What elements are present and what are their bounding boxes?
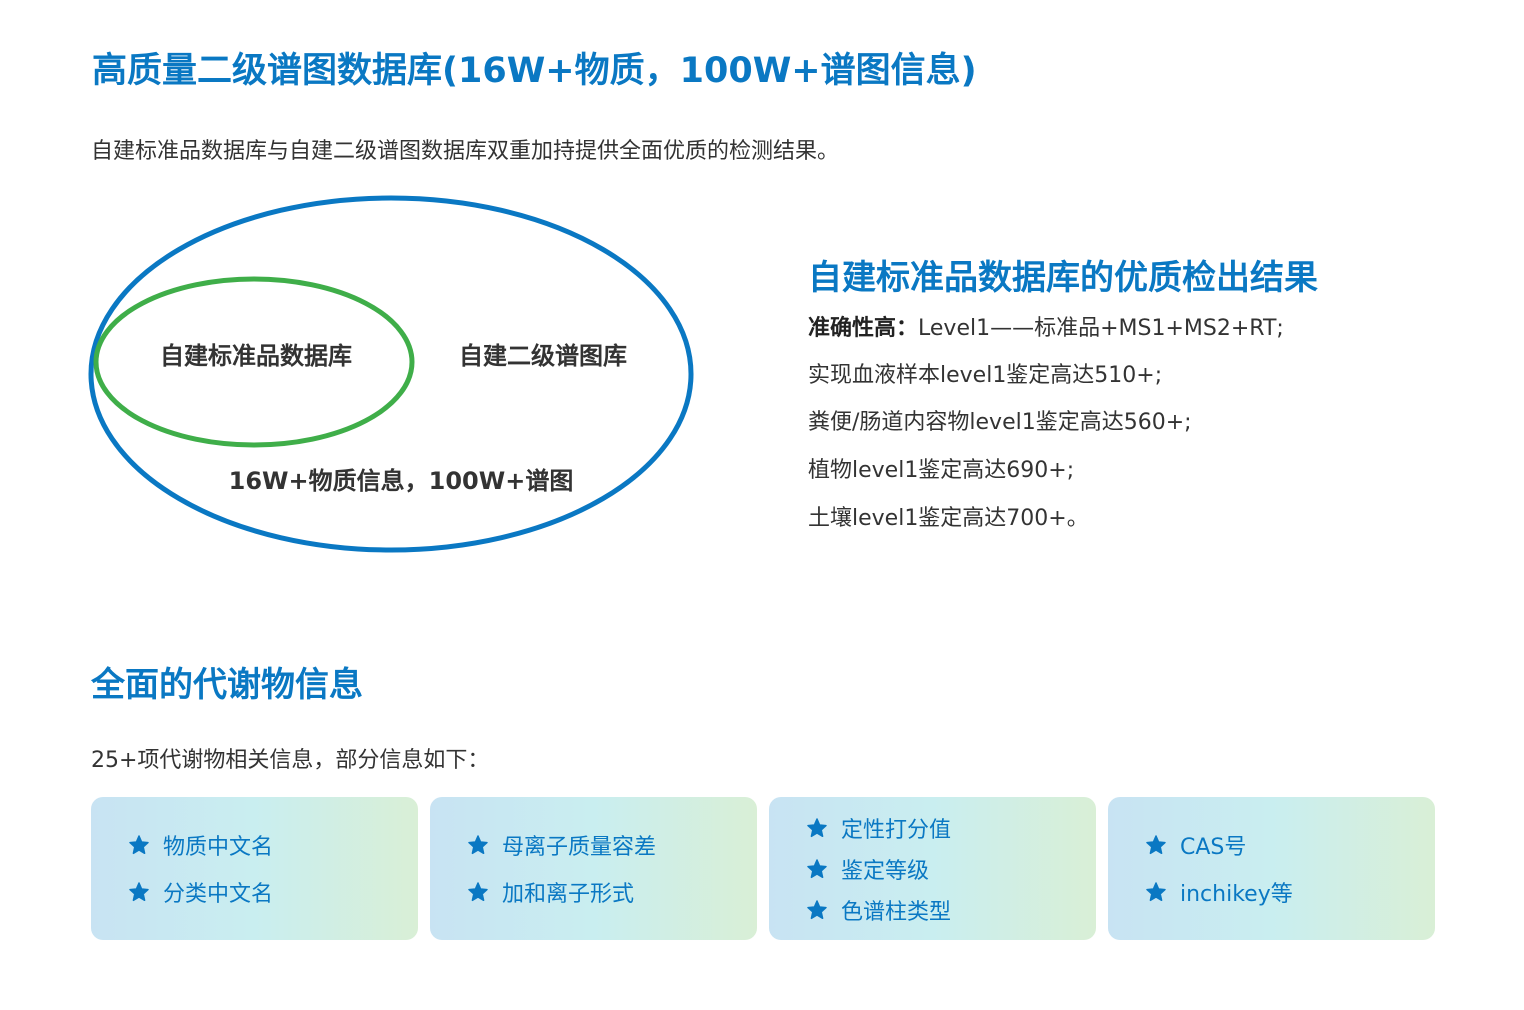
star-icon <box>468 882 488 902</box>
info-card: 母离子质量容差 加和离子形式 <box>430 797 757 940</box>
venn-outer-label: 自建二级谱图库 <box>459 342 627 370</box>
card-item-label: 定性打分值 <box>841 817 952 843</box>
info-card: 物质中文名 分类中文名 <box>91 797 418 940</box>
card-item-label: inchikey等 <box>1180 882 1293 907</box>
section-title: 全面的代谢物信息 <box>91 665 363 705</box>
star-icon <box>129 882 149 902</box>
card-item: 定性打分值 <box>807 807 1096 848</box>
star-icon <box>1146 835 1166 855</box>
star-icon <box>1146 882 1166 902</box>
card-item-label: 分类中文名 <box>163 882 274 907</box>
card-item-label: 色谱柱类型 <box>841 899 952 925</box>
venn-bottom-label: 16W+物质信息，100W+谱图 <box>229 467 574 495</box>
info-card: CAS号 inchikey等 <box>1108 797 1435 940</box>
page-subtitle: 自建标准品数据库与自建二级谱图数据库双重加持提供全面优质的检测结果。 <box>91 139 840 164</box>
card-item-label: 鉴定等级 <box>841 858 930 884</box>
card-item: 鉴定等级 <box>807 848 1096 889</box>
result-line: 实现血液样本level1鉴定高达510+; <box>808 363 1163 388</box>
card-item: 色谱柱类型 <box>807 889 1096 930</box>
page-title: 高质量二级谱图数据库(16W+物质，100W+谱图信息) <box>92 51 977 91</box>
star-icon <box>807 899 827 919</box>
info-card: 定性打分值 鉴定等级 色谱柱类型 <box>769 797 1096 940</box>
inner-ellipse <box>93 276 415 448</box>
result-line: 植物level1鉴定高达690+; <box>808 458 1075 483</box>
card-item: 物质中文名 <box>129 822 418 869</box>
star-icon <box>807 817 827 837</box>
section-subtitle: 25+项代谢物相关信息，部分信息如下： <box>91 748 490 773</box>
card-item: 母离子质量容差 <box>468 822 757 869</box>
card-item-label: CAS号 <box>1180 835 1247 860</box>
card-item: 分类中文名 <box>129 869 418 916</box>
venn-inner-label: 自建标准品数据库 <box>160 342 352 370</box>
results-title: 自建标准品数据库的优质检出结果 <box>808 258 1318 298</box>
star-icon <box>129 835 149 855</box>
result-line: 粪便/肠道内容物level1鉴定高达560+; <box>808 410 1192 435</box>
card-item: CAS号 <box>1146 822 1435 869</box>
card-item-label: 物质中文名 <box>163 835 274 860</box>
card-item-label: 母离子质量容差 <box>502 835 657 860</box>
card-item-label: 加和离子形式 <box>502 882 635 907</box>
accuracy-line: 准确性高：Level1——标准品+MS1+MS2+RT; <box>808 310 1284 342</box>
accuracy-value: Level1——标准品+MS1+MS2+RT; <box>918 316 1284 341</box>
result-line: 土壤level1鉴定高达700+。 <box>808 506 1089 531</box>
card-item: inchikey等 <box>1146 869 1435 916</box>
card-item: 加和离子形式 <box>468 869 757 916</box>
star-icon <box>468 835 488 855</box>
accuracy-label: 准确性高： <box>808 316 919 341</box>
star-icon <box>807 858 827 878</box>
venn-diagram: 自建标准品数据库 自建二级谱图库 16W+物质信息，100W+谱图 <box>88 195 694 553</box>
outer-ellipse <box>88 195 694 553</box>
